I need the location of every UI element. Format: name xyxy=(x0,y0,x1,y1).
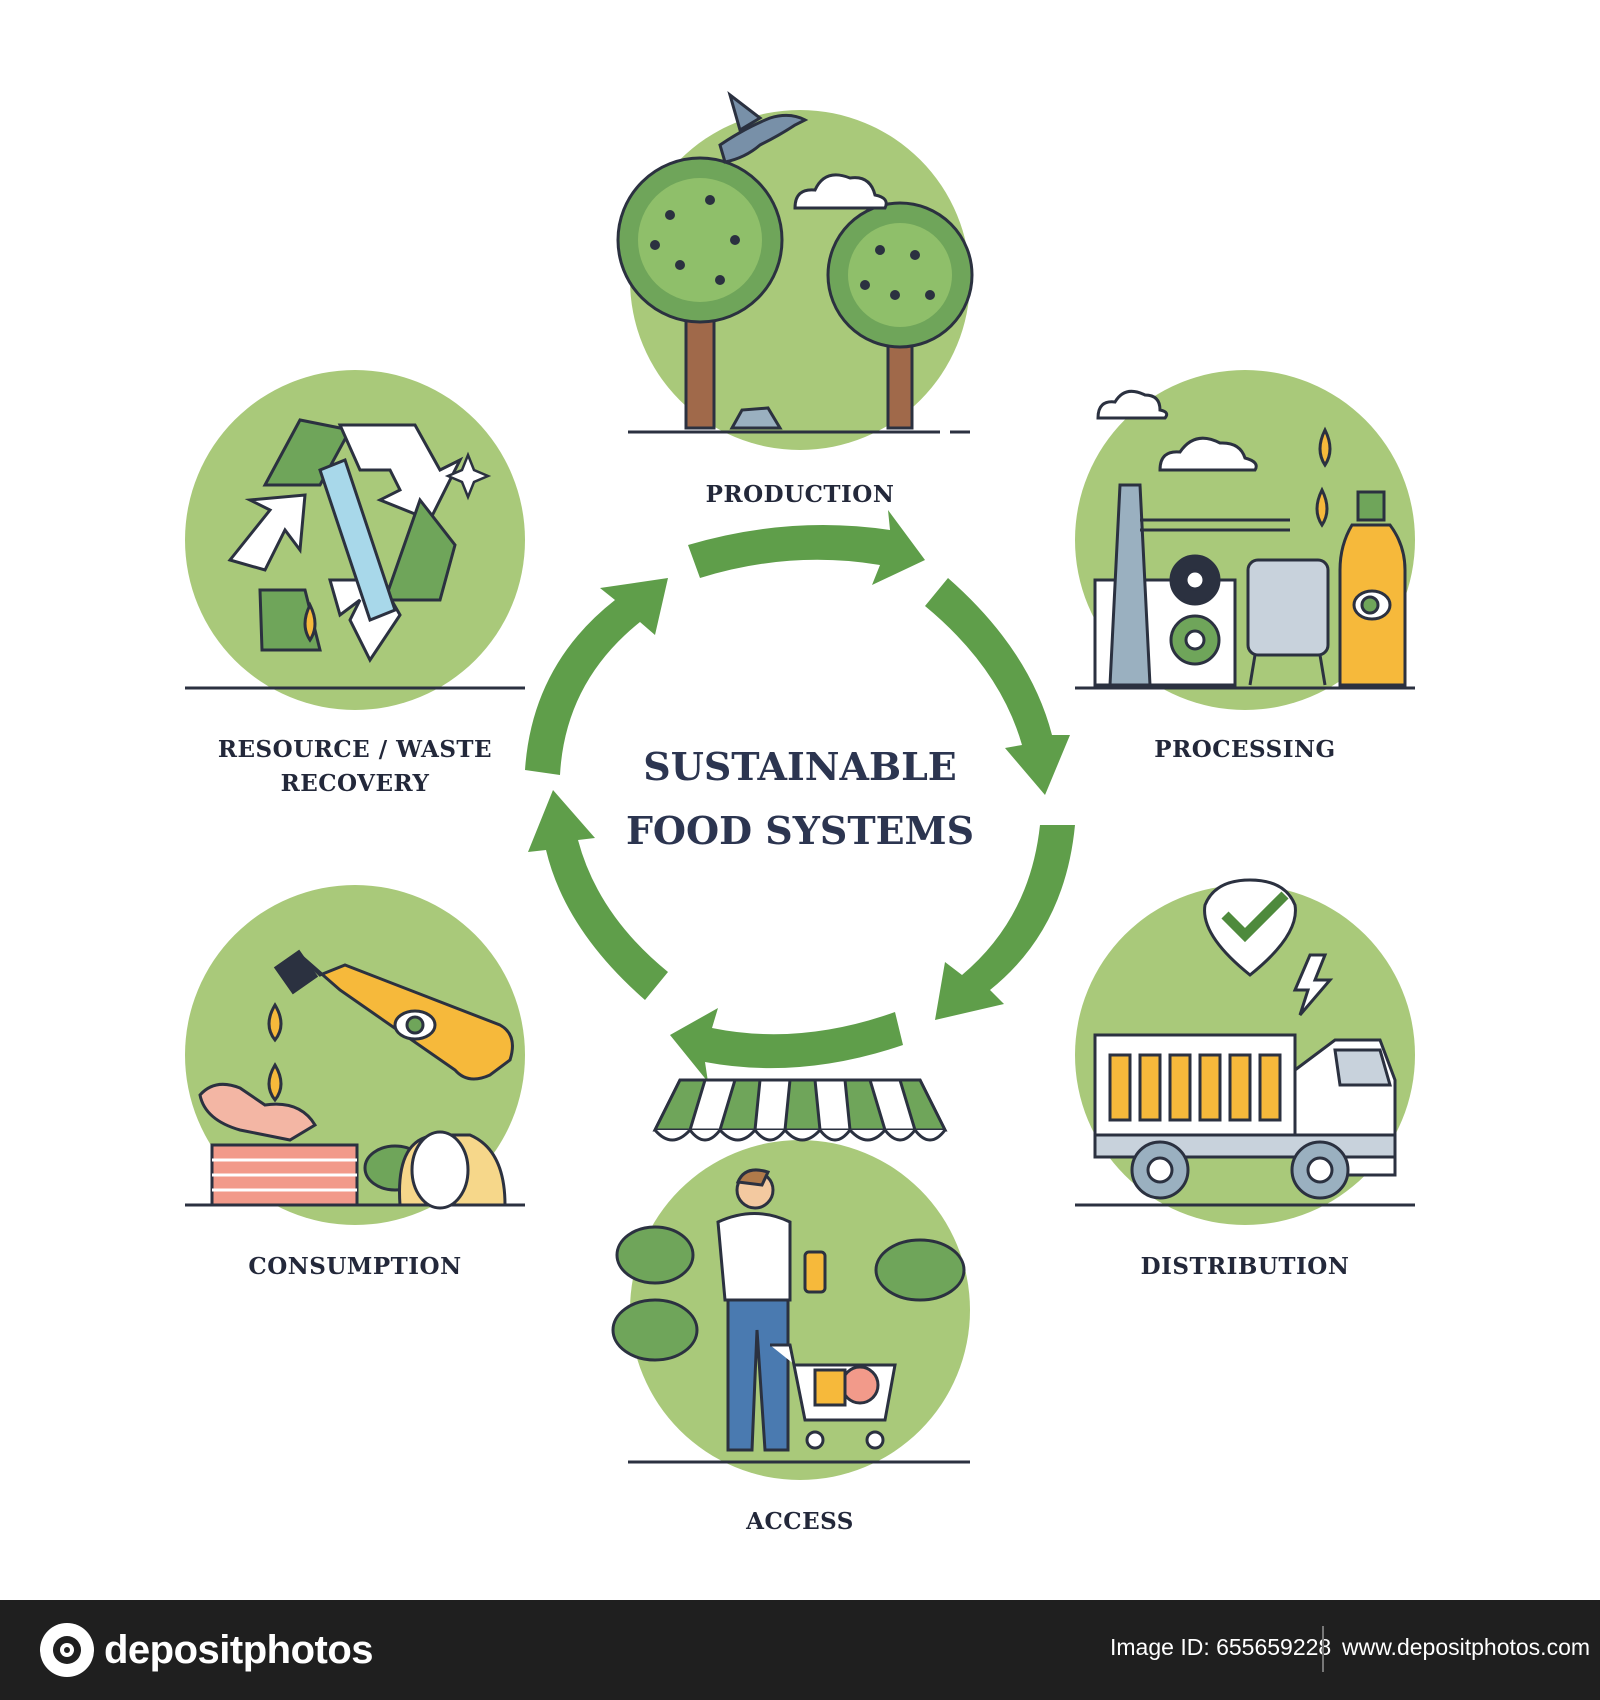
stage-label-access: ACCESS xyxy=(746,1508,854,1535)
shopping-cart-icon xyxy=(770,1343,897,1450)
image-id: Image ID: 655659228 xyxy=(1110,1634,1332,1660)
footer-divider xyxy=(1322,1626,1324,1672)
arrow-recovery-to-production xyxy=(525,578,668,775)
stage-label-distribution: DISTRIBUTION xyxy=(1140,1253,1350,1280)
brand-name: depositphotos xyxy=(104,1627,374,1672)
arrow-processing-to-distribution xyxy=(925,578,1070,795)
factory-icon xyxy=(1093,483,1330,687)
bread-icon xyxy=(363,1130,507,1210)
leaves-icon xyxy=(611,1225,966,1362)
arrow-production-to-processing xyxy=(688,510,925,585)
production-illustration xyxy=(616,91,974,450)
checkmark-icon xyxy=(1203,878,1297,977)
stage-label-consumption: CONSUMPTION xyxy=(248,1253,462,1280)
website-link[interactable]: www.depositphotos.com xyxy=(1342,1634,1591,1660)
diagram-canvas: . xyxy=(185,91,1415,1480)
consumption-illustration xyxy=(185,885,525,1225)
trees-icon xyxy=(616,156,974,430)
stage-label-processing: PROCESSING xyxy=(1154,736,1336,763)
cycle-arrows xyxy=(525,510,1075,1082)
arrow-access-to-consumption xyxy=(670,1008,903,1082)
shopper-icon xyxy=(716,1168,827,1452)
recycle-icon xyxy=(227,418,464,663)
truck-icon xyxy=(1093,1033,1397,1200)
footer-bar: depositphotos Image ID: 655659228 www.de… xyxy=(0,1600,1600,1700)
cloud-icon xyxy=(1096,389,1258,472)
lightning-icon xyxy=(1292,953,1334,1016)
processing-illustration xyxy=(1075,370,1415,710)
stage-label-production: PRODUCTION xyxy=(705,481,895,508)
diagram-title: SUSTAINABLE FOOD SYSTEMS xyxy=(625,744,975,853)
sparkle-icon xyxy=(444,451,492,501)
pouring-bottle-icon xyxy=(267,949,514,1103)
distribution-illustration xyxy=(1075,878,1415,1225)
meat-icon xyxy=(198,1082,359,1207)
bird-icon xyxy=(718,91,809,164)
brand[interactable]: depositphotos xyxy=(40,1622,374,1678)
arrow-consumption-to-recovery xyxy=(528,790,668,1000)
arrow-distribution-to-access xyxy=(935,825,1075,1020)
cloud-icon xyxy=(793,173,888,210)
shop-awning-icon xyxy=(652,1078,948,1142)
recovery-illustration xyxy=(185,370,525,710)
stage-label-recovery: RESOURCE / WASTE RECOVERY xyxy=(217,736,493,797)
oil-bottle-icon xyxy=(1315,426,1407,687)
access-illustration xyxy=(611,1078,970,1480)
camera-logo-icon xyxy=(40,1623,94,1677)
